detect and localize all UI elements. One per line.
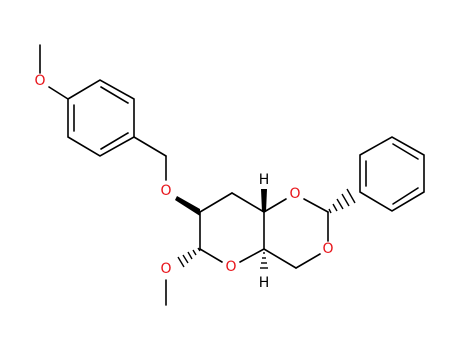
hashed-bond-acetal-phenyl — [328, 188, 356, 214]
phenyl-ring-double-3 — [392, 187, 419, 205]
methoxyphenyl-ring-double-2 — [100, 86, 129, 104]
stereo-bonds — [175, 188, 356, 269]
oxygen-benzyl-ether-label: O — [160, 183, 171, 199]
oxygen-anomeric-methoxy-label: O — [160, 261, 171, 277]
phenyl-ring — [359, 136, 425, 212]
bond-ring-to-ch2 — [133, 136, 167, 157]
bond-c5-to-ring-oxygen — [239, 248, 265, 263]
bond-c4-to-oxygen-dioxane-top — [263, 198, 287, 213]
oxygen-ring-label: O — [225, 259, 236, 275]
bond-c2-to-c3 — [199, 192, 233, 213]
hashed-bond-c5-h — [260, 252, 268, 269]
hashed-bond-c1-omethoxy — [177, 247, 201, 268]
bond-oxygen-dioxane-bottom-to-ch2 — [295, 253, 321, 269]
bond-ring-oxygen-to-c1 — [199, 248, 223, 263]
methoxyphenyl-ring-double-3 — [100, 132, 129, 150]
bonds — [39, 44, 425, 306]
wedge-bond-c2-obenzyl — [175, 196, 200, 216]
bond-oxygen-dioxane-top-to-acetal — [303, 198, 329, 213]
oxygen-dioxane-bottom-label: O — [322, 241, 333, 257]
bond-c3-to-c4 — [231, 192, 265, 213]
oxygen-methoxy-aryl-label: O — [34, 73, 45, 89]
hydrogen-c4-label: H — [259, 172, 270, 188]
atom-labels: O O O O O O H H — [34, 73, 333, 291]
wedge-bond-c4-h — [261, 189, 267, 212]
methoxyphenyl-ring — [67, 79, 135, 157]
hydrogen-c5-label: H — [259, 275, 270, 291]
phenyl-ring-double-2 — [392, 143, 419, 160]
bond-ch2-to-c5 — [263, 248, 297, 269]
bond-oxygen-top-to-ring — [48, 86, 69, 100]
oxygen-dioxane-top-label: O — [289, 186, 300, 202]
